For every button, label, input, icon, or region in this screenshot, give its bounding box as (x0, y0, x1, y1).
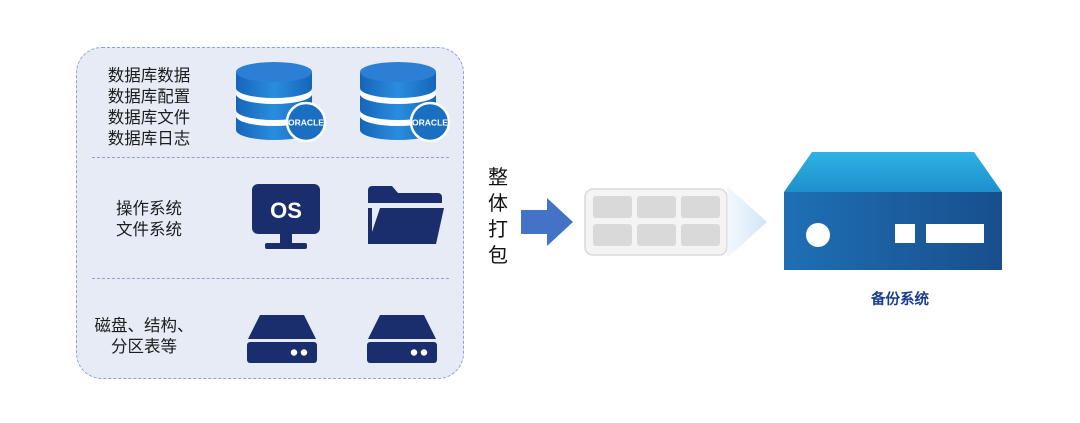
os-items-label: 操作系统 文件系统 (100, 198, 198, 240)
package-grid-icon (584, 188, 728, 256)
disk-drive-icon (247, 315, 317, 363)
database-icon: ORACLE (236, 62, 327, 142)
section-divider-2 (92, 278, 449, 279)
os-monitor-icon: OS (252, 184, 320, 249)
backup-system-caption: 备份系统 (871, 292, 929, 308)
os-line-2: 文件系统 (116, 220, 182, 239)
disk-line-2: 分区表等 (111, 337, 177, 356)
oracle-badge-text: ORACLE (288, 118, 324, 128)
package-label: 整 体 打 包 (487, 164, 509, 268)
database-line-3: 数据库文件 (107, 108, 191, 127)
package-char-3: 打 (488, 217, 508, 241)
disk-items-label: 磁盘、结构、 分区表等 (82, 315, 206, 357)
disk-line-1: 磁盘、结构、 (94, 316, 194, 335)
package-char-4: 包 (488, 243, 508, 267)
oracle-badge-icon (285, 101, 327, 142)
disk-drive-icon (367, 315, 437, 363)
os-line-1: 操作系统 (116, 199, 182, 218)
database-items-label: 数据库数据 数据库配置 数据库文件 数据库日志 (100, 65, 198, 149)
server-icon (784, 152, 1002, 270)
database-line-2: 数据库配置 (107, 87, 191, 106)
oracle-badge-text: ORACLE (412, 118, 448, 128)
section-divider-1 (92, 157, 449, 158)
glow-chevron (727, 186, 767, 258)
database-line-1: 数据库数据 (107, 66, 191, 85)
folder-icon (368, 186, 444, 244)
database-icon: ORACLE (360, 62, 451, 142)
database-line-4: 数据库日志 (107, 129, 191, 148)
package-char-1: 整 (488, 165, 508, 189)
right-arrow-icon (521, 198, 573, 246)
package-char-2: 体 (488, 191, 508, 215)
oracle-badge-icon (409, 101, 451, 142)
os-monitor-text: OS (270, 198, 302, 223)
